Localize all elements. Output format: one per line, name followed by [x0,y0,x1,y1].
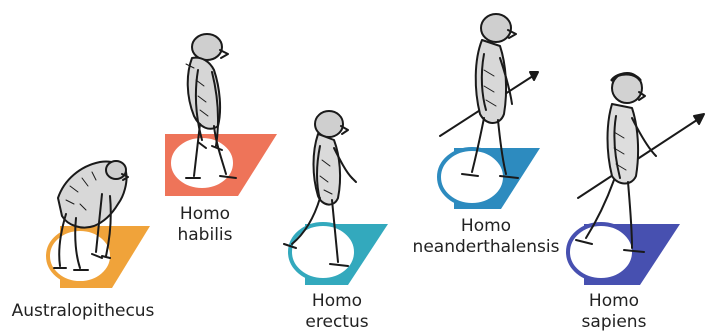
homo-erectus-label-line-2: erectus [305,312,368,333]
stage-homo-neanderthalensis [439,14,540,209]
stage-homo-habilis [165,34,277,196]
homo-neanderthalensis-label-line-1: Homo [413,216,560,237]
stage-homo-erectus [284,111,388,285]
homo-habilis-label-line-1: Homo [177,204,232,225]
homo-habilis-base-marker [165,134,277,196]
homo-neanderthalensis-label: Homo neanderthalensis [413,216,560,258]
homo-erectus-base-marker [290,224,388,285]
australopithecus-label-line-1: Australopithecus [12,301,155,322]
homo-sapiens-label: Homo sapiens [582,291,647,333]
homo-neanderthalensis-base-marker [439,148,540,209]
homo-sapiens-label-line-2: sapiens [582,312,647,333]
homo-neanderthalensis-label-line-2: neanderthalensis [413,237,560,258]
homo-erectus-base-ring [290,224,356,280]
homo-habilis-label-line-2: habilis [177,225,232,246]
homo-sapiens-label-line-1: Homo [582,291,647,312]
homo-sapiens-base-ring [568,224,634,280]
stage-australopithecus [48,161,150,288]
homo-sapiens-base-marker [568,224,680,285]
australopithecus-label: Australopithecus [12,301,155,322]
stage-homo-sapiens [568,73,704,285]
homo-neanderthalensis-base-ring [439,149,505,205]
homo-habilis-label: Homo habilis [177,204,232,246]
homo-erectus-label-line-1: Homo [305,291,368,312]
homo-erectus-label: Homo erectus [305,291,368,333]
